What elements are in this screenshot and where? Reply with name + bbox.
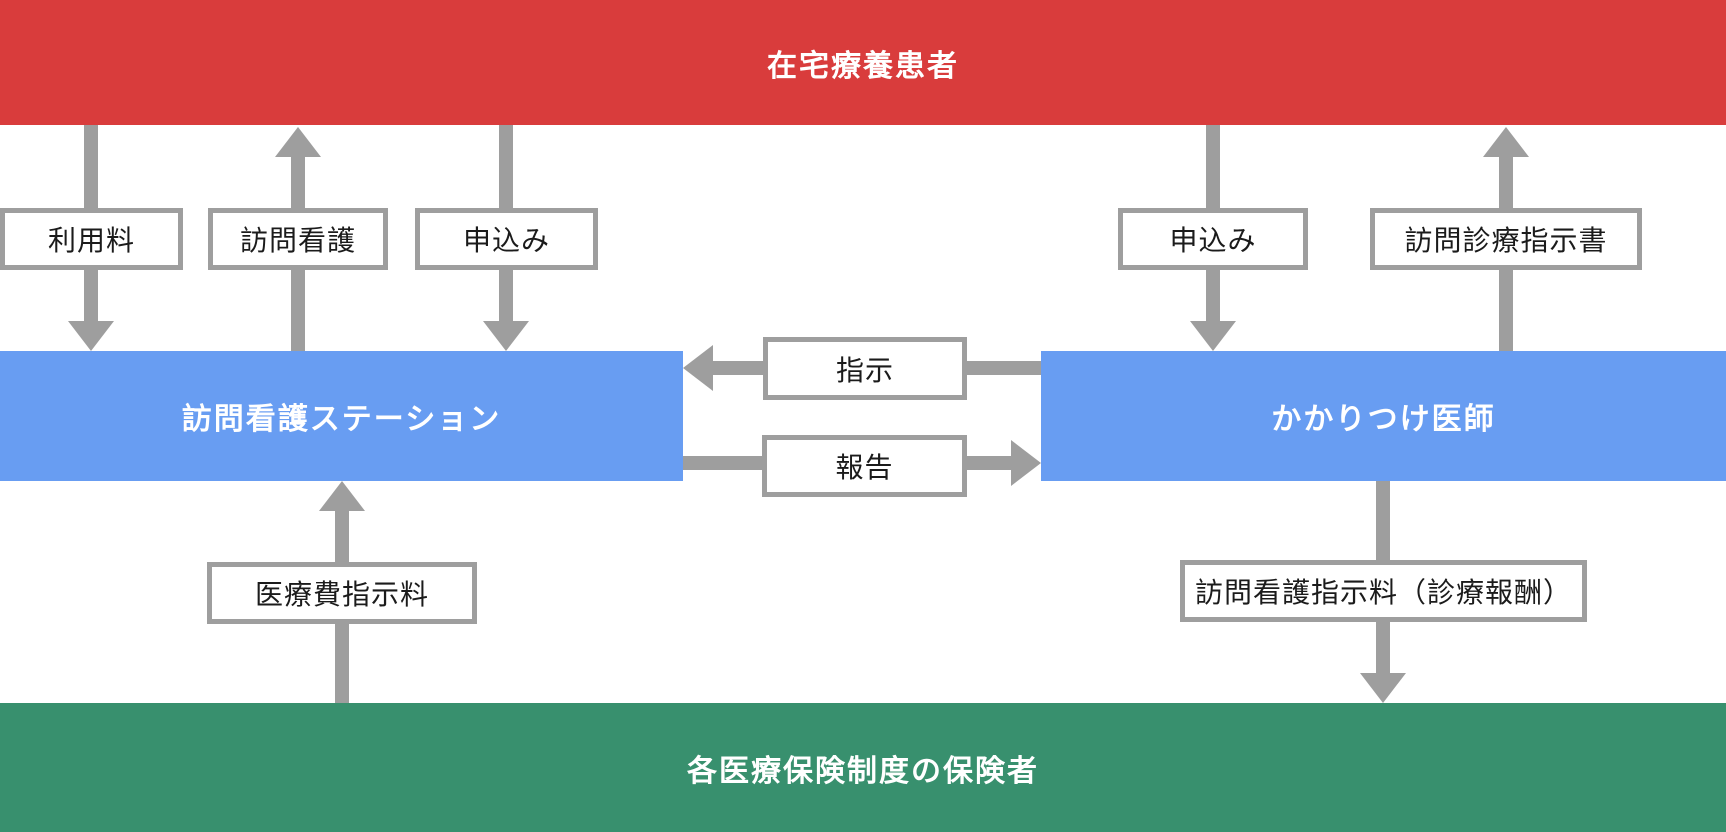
label-report: 報告 (762, 435, 967, 497)
arrow-right-icon (1011, 440, 1041, 486)
nursing-station-node-label: 訪問看護ステーション (181, 402, 502, 437)
label-medical-fee-directive: 医療費指示料 (207, 562, 477, 624)
label-instruction: 指示 (763, 337, 967, 400)
label-visiting-nursing-text: 訪問看護 (239, 224, 356, 257)
label-nursing-directive-fee: 訪問看護指示料（診療報酬） (1180, 560, 1587, 622)
label-application-station: 申込み (415, 208, 598, 270)
label-visiting-nursing: 訪問看護 (208, 208, 388, 270)
label-application-station-text: 申込み (462, 224, 550, 257)
nursing-station-node: 訪問看護ステーション (0, 351, 683, 481)
label-usage-fee-text: 利用料 (47, 224, 135, 257)
label-nursing-directive-fee-text: 訪問看護指示料（診療報酬） (1194, 576, 1572, 609)
insurer-node-label: 各医療保険制度の保険者 (687, 753, 1039, 789)
label-report-text: 報告 (835, 451, 894, 484)
insurer-node: 各医療保険制度の保険者 (0, 703, 1726, 832)
arrow-down-icon (68, 321, 114, 351)
label-instruction-text: 指示 (835, 353, 894, 387)
doctor-node: かかりつけ医師 (1041, 351, 1726, 481)
arrow-left-icon (683, 345, 713, 391)
arrow-down-icon (483, 321, 529, 351)
label-usage-fee: 利用料 (0, 208, 183, 270)
patient-node-label: 在宅療養患者 (767, 48, 959, 84)
patient-node: 在宅療養患者 (0, 0, 1726, 125)
arrow-up-icon (319, 481, 365, 511)
arrow-down-icon (1360, 673, 1406, 703)
label-home-visit-directive: 訪問診療指示書 (1370, 208, 1642, 270)
arrow-up-icon (1483, 127, 1529, 157)
label-medical-fee-directive-text: 医療費指示料 (254, 578, 429, 611)
arrow-down-icon (1190, 321, 1236, 351)
label-application-doctor: 申込み (1118, 208, 1308, 270)
label-application-doctor-text: 申込み (1169, 224, 1257, 257)
doctor-node-label: かかりつけ医師 (1271, 402, 1496, 437)
arrow-up-icon (275, 127, 321, 157)
label-home-visit-directive-text: 訪問診療指示書 (1404, 224, 1608, 257)
